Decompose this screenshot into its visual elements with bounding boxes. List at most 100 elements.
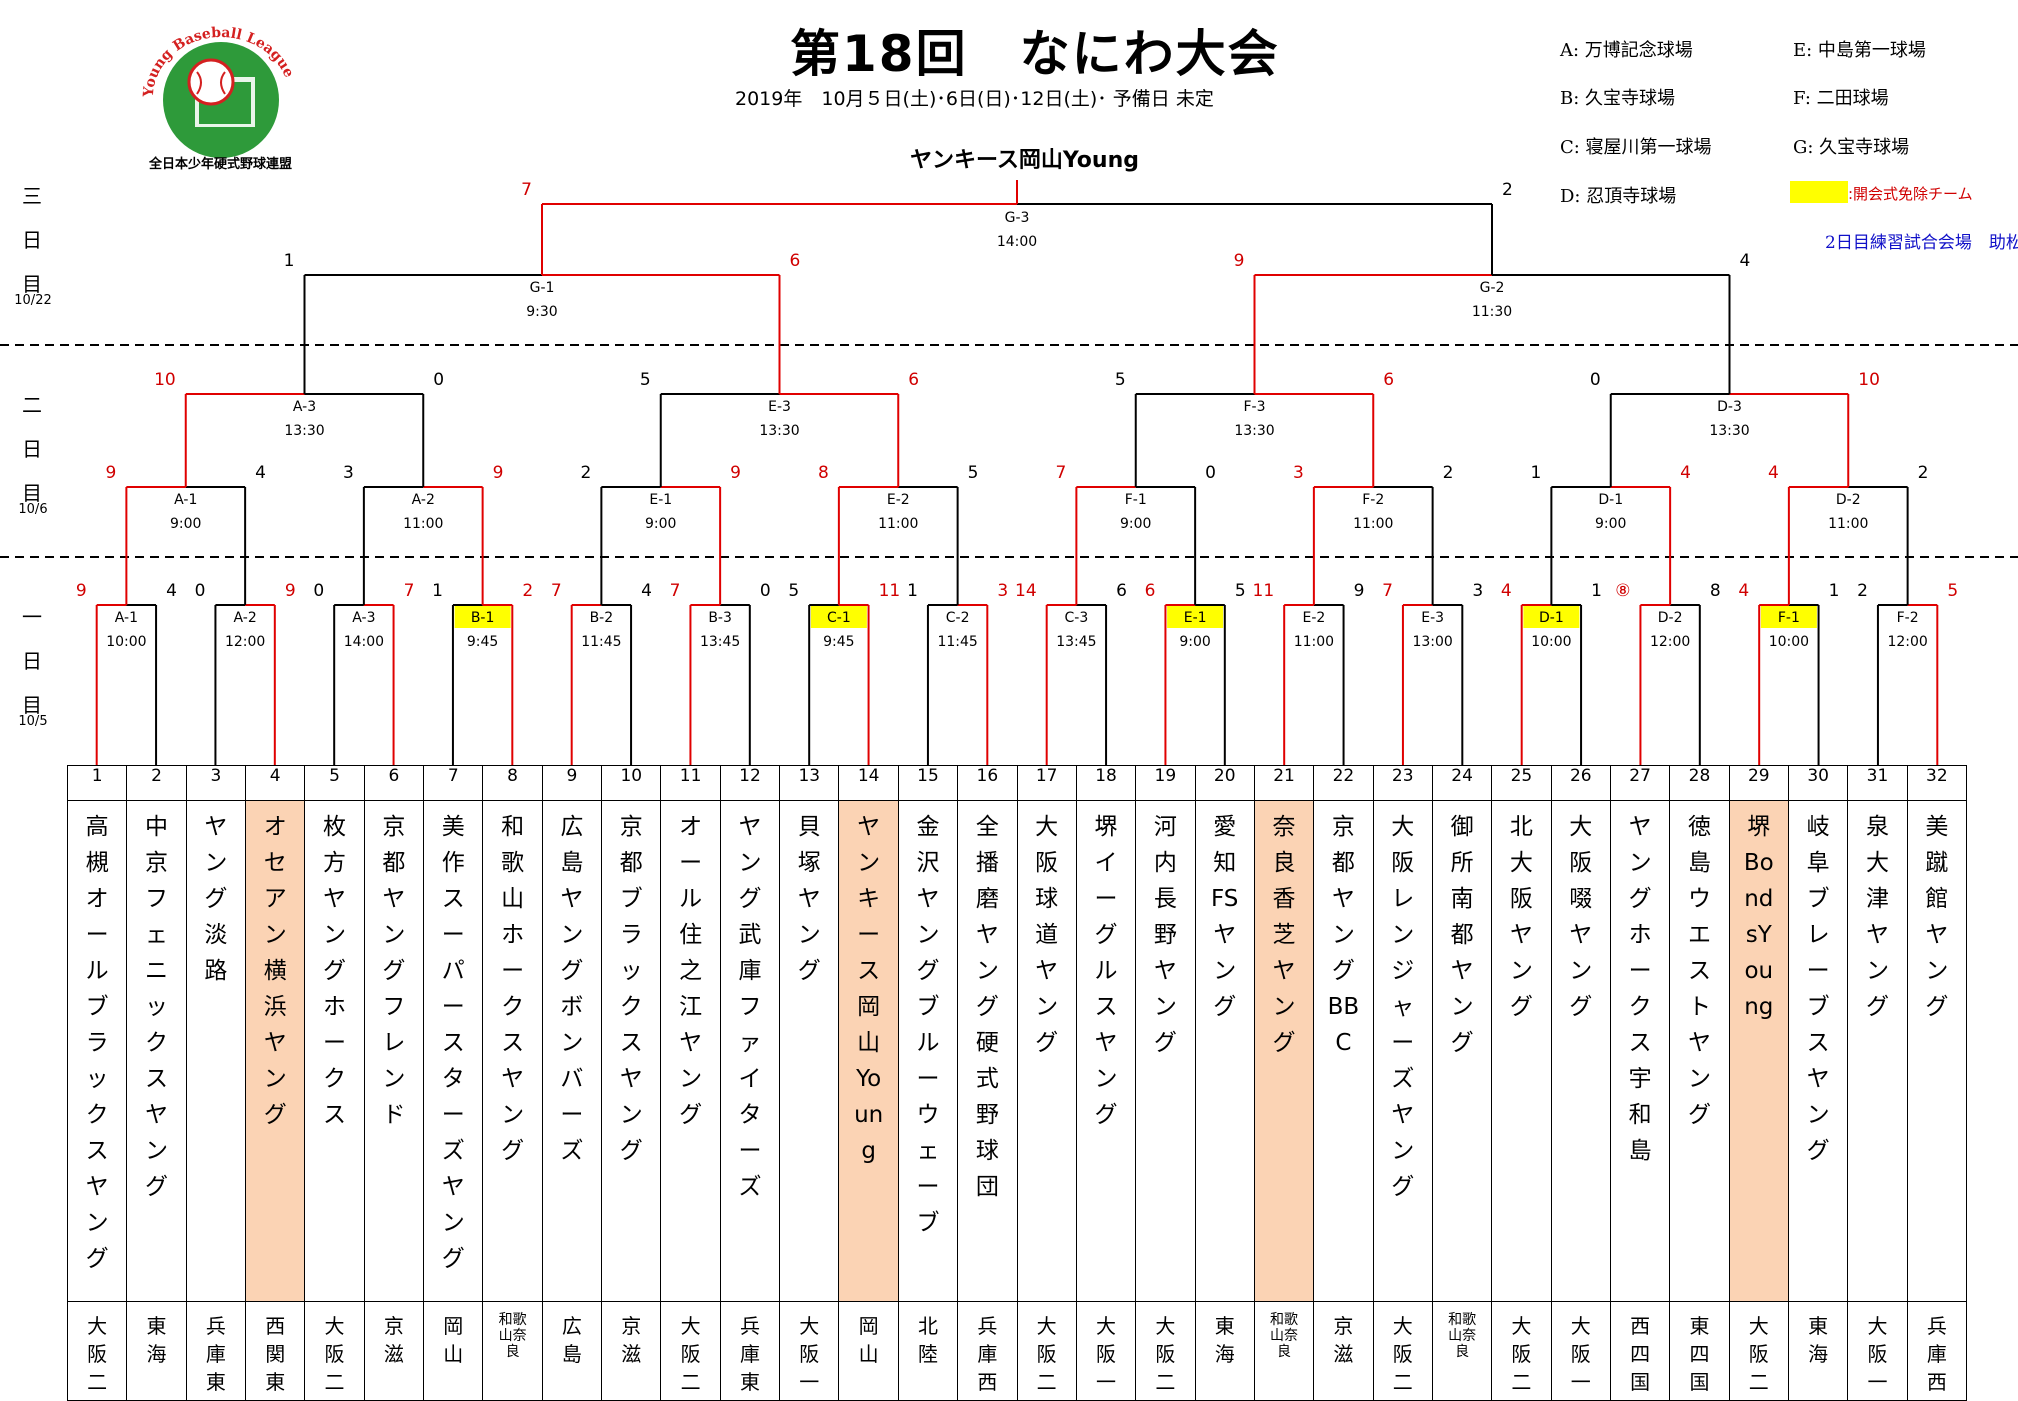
team-region: 大阪一 bbox=[779, 1301, 840, 1401]
match-time: 13:00 bbox=[1412, 634, 1452, 650]
score-left: 9 bbox=[76, 581, 87, 601]
score-right: 9 bbox=[285, 581, 296, 601]
league-org-name: 全日本少年硬式野球連盟 bbox=[149, 157, 293, 172]
baseball-logo-icon: Young Baseball League bbox=[141, 25, 297, 158]
team-region-text: 大阪二 bbox=[1392, 1314, 1413, 1394]
score-right: 8 bbox=[1710, 581, 1721, 601]
score-left: 7 bbox=[1056, 463, 1067, 483]
team-name: 徳島ウエストヤング bbox=[1687, 814, 1711, 1128]
team-number: 25 bbox=[1491, 765, 1552, 801]
score-left: 5 bbox=[1115, 370, 1126, 390]
score-right: 3 bbox=[997, 581, 1008, 601]
team-region-text: 西四国 bbox=[1630, 1314, 1651, 1394]
score-right: 6 bbox=[1116, 581, 1127, 601]
team-name-cell: 広島ヤングボンバーズ bbox=[541, 800, 603, 1302]
match-time: 11:00 bbox=[878, 516, 918, 532]
team-name-cell: 美蹴館ヤング bbox=[1906, 800, 1968, 1302]
match-code: D-2 bbox=[1836, 492, 1861, 508]
score-right: 3 bbox=[1472, 581, 1483, 601]
team-name: 美作スーパースターズヤング bbox=[441, 814, 465, 1272]
team-name-cell: オセアン横浜ヤング bbox=[245, 800, 306, 1302]
match-code: A-2 bbox=[234, 610, 257, 626]
page-title: 第18回 なにわ大会 bbox=[790, 25, 1280, 83]
team-region-text: 大阪二 bbox=[1748, 1314, 1769, 1394]
team-number: 21 bbox=[1253, 765, 1315, 801]
match-time: 10:00 bbox=[1531, 634, 1571, 650]
team-region-text: 和歌山奈良 bbox=[498, 1312, 527, 1360]
team-name-cell: 中京フェニックスヤング bbox=[126, 800, 187, 1302]
exempt-legend-swatch bbox=[1790, 181, 1848, 203]
team-name-cell: ヤングホークス宇和島 bbox=[1609, 800, 1671, 1302]
team-name-cell: 堺イーグルスヤング bbox=[1075, 800, 1137, 1302]
exempt-legend-label: :開会式免除チーム bbox=[1848, 185, 1973, 203]
team-name: 御所南都ヤング bbox=[1450, 814, 1474, 1056]
venue-g: G: 久宝寺球場 bbox=[1793, 137, 1910, 158]
score-right: 1 bbox=[1591, 581, 1602, 601]
team-number: 24 bbox=[1431, 765, 1493, 801]
score-left: 2 bbox=[581, 463, 592, 483]
team-name-cell: 金沢ヤングブルーウェーブ bbox=[897, 800, 959, 1302]
match-code: E-1 bbox=[1184, 610, 1207, 626]
team-name-cell: 高槻オールブラックスヤング bbox=[66, 800, 128, 1302]
team-number: 29 bbox=[1728, 765, 1789, 801]
match-code: A-3 bbox=[352, 610, 375, 626]
team-region-text: 大阪二 bbox=[1511, 1314, 1532, 1394]
team-name: 堺イーグルスヤング bbox=[1094, 814, 1118, 1128]
team-region: 大阪二 bbox=[1372, 1301, 1433, 1401]
team-name: 京都ヤングBBC bbox=[1327, 814, 1360, 1056]
champion-name: ヤンキース岡山Young bbox=[910, 148, 1139, 173]
match-time: 11:45 bbox=[581, 634, 621, 650]
team-number: 11 bbox=[660, 765, 721, 801]
team-region: 大阪二 bbox=[1016, 1301, 1077, 1401]
match-code: D-3 bbox=[1717, 399, 1742, 415]
team-number: 17 bbox=[1016, 765, 1077, 801]
team-name: 枚方ヤングホークス bbox=[323, 814, 347, 1128]
match-time: 11:00 bbox=[1828, 516, 1868, 532]
score-left: 10 bbox=[154, 370, 176, 390]
score-left: 4 bbox=[1501, 581, 1512, 601]
team-name-cell: 堺BondsYoung bbox=[1728, 800, 1789, 1302]
score-left: 5 bbox=[640, 370, 651, 390]
team-region-text: 大阪一 bbox=[1867, 1314, 1888, 1394]
team-name-cell: 京都ヤングBBC bbox=[1313, 800, 1374, 1302]
match-time: 13:30 bbox=[759, 423, 799, 439]
team-number: 5 bbox=[304, 765, 365, 801]
team-number: 30 bbox=[1787, 765, 1849, 801]
score-left: 0 bbox=[1590, 370, 1601, 390]
score-right: 6 bbox=[908, 370, 919, 390]
team-name-cell: 奈良香芝ヤング bbox=[1253, 800, 1315, 1302]
team-name-cell: 大阪球道ヤング bbox=[1016, 800, 1077, 1302]
venue-e: E: 中島第一球場 bbox=[1793, 40, 1926, 61]
match-code: B-2 bbox=[590, 610, 614, 626]
team-region: 広島 bbox=[541, 1301, 603, 1401]
team-name: 全播磨ヤング硬式野球団 bbox=[975, 814, 999, 1200]
match-code: B-1 bbox=[471, 610, 495, 626]
score-left: 2 bbox=[1857, 581, 1868, 601]
team-name: 岐阜ブレーブスヤング bbox=[1806, 814, 1830, 1164]
match-code: E-2 bbox=[1302, 610, 1325, 626]
score-left: 1 bbox=[907, 581, 918, 601]
team-region: 兵庫西 bbox=[957, 1301, 1018, 1401]
team-name: ヤング武庫ファイターズ bbox=[738, 814, 762, 1200]
match-time: 9:00 bbox=[1120, 516, 1151, 532]
match-code: F-2 bbox=[1362, 492, 1384, 508]
score-left: 4 bbox=[1768, 463, 1779, 483]
team-region: 岡山 bbox=[423, 1301, 484, 1401]
day-date-3: 10/22 bbox=[14, 293, 52, 308]
match-time: 10:00 bbox=[1769, 634, 1809, 650]
team-region: 京滋 bbox=[363, 1301, 425, 1401]
team-region-text: 東海 bbox=[1214, 1314, 1235, 1366]
event-dates: 2019年 10月５日(土)･6日(日)･12日(土)･ 予備日 未定 bbox=[735, 88, 1214, 110]
match-time: 12:00 bbox=[1650, 634, 1690, 650]
match-code: G-3 bbox=[1005, 210, 1030, 226]
score-right: 11 bbox=[879, 581, 901, 601]
team-region: 大阪一 bbox=[1847, 1301, 1908, 1401]
match-code: E-2 bbox=[887, 492, 910, 508]
team-name: 愛知FSヤング bbox=[1210, 814, 1239, 1020]
team-region: 大阪二 bbox=[66, 1301, 128, 1401]
score-left: 4 bbox=[1738, 581, 1749, 601]
team-region: 岡山 bbox=[838, 1301, 899, 1401]
team-name-cell: 徳島ウエストヤング bbox=[1669, 800, 1730, 1302]
team-region-text: 東四国 bbox=[1689, 1314, 1710, 1394]
